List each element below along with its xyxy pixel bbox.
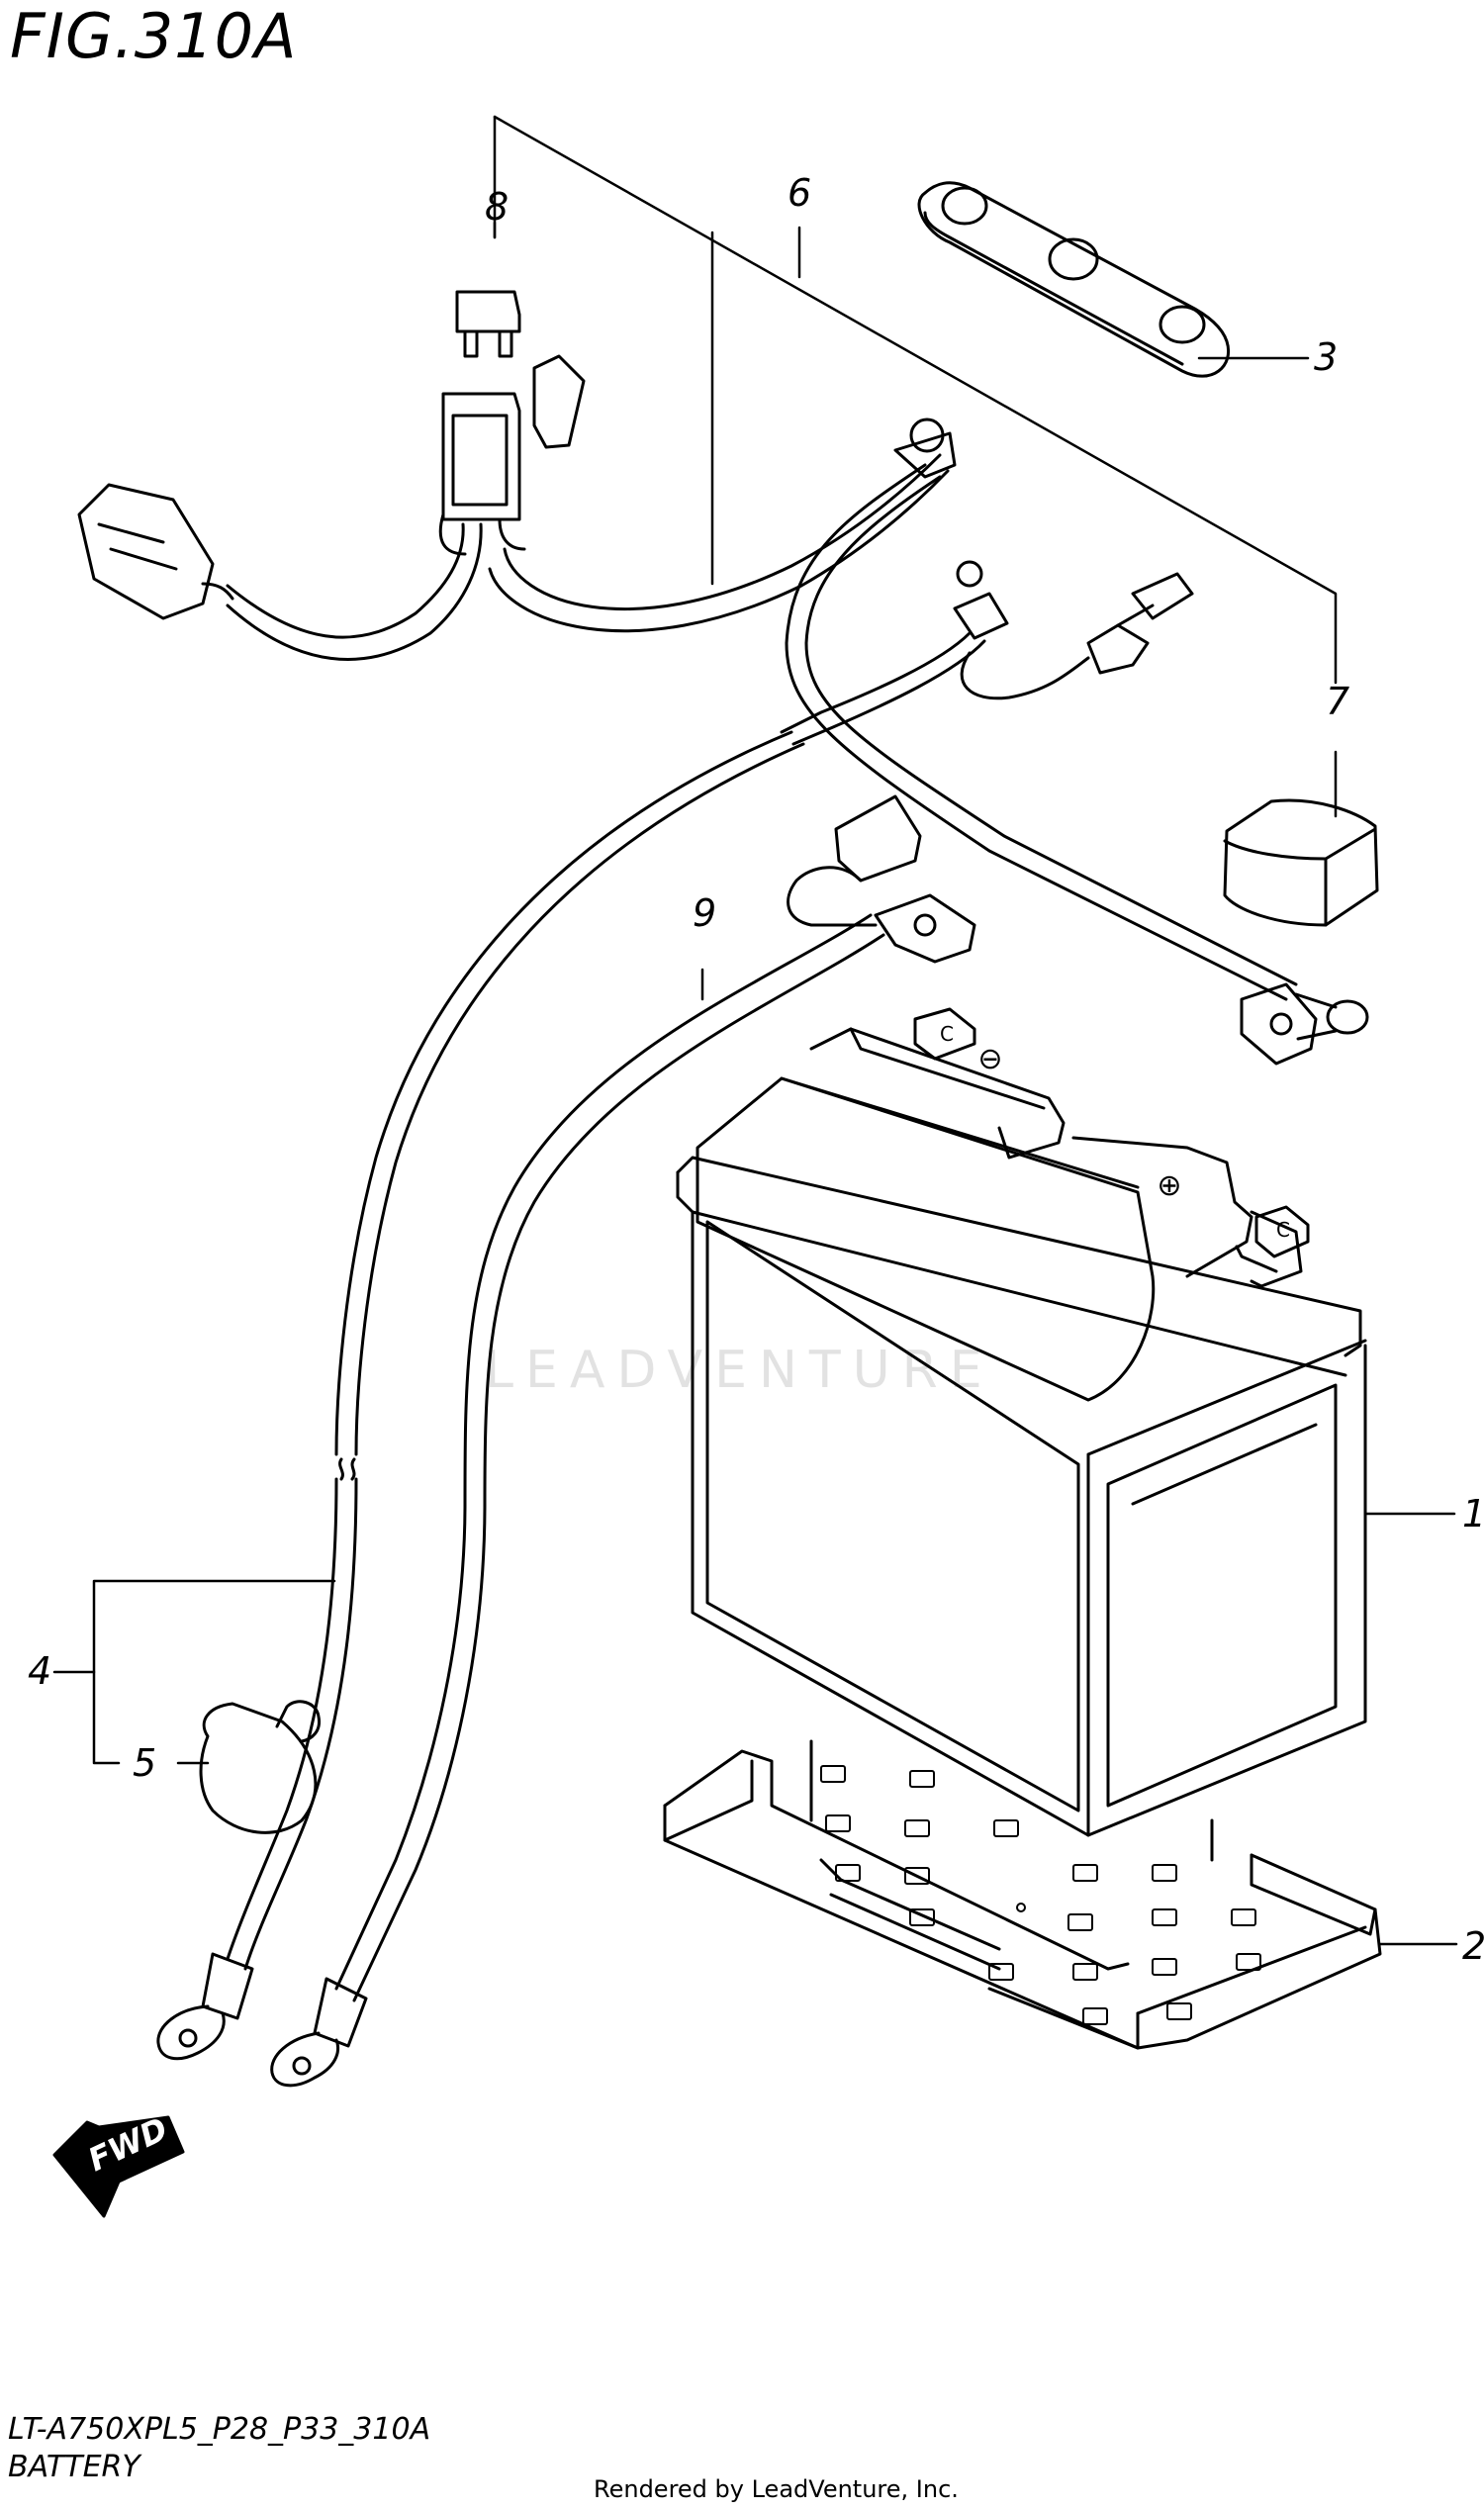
fuse [455, 290, 521, 358]
callout-2: 2 [1462, 1924, 1484, 1968]
callout-5: 5 [133, 1741, 156, 1785]
watermark: LEADVENTURE [485, 1341, 994, 1400]
callout-8: 8 [485, 185, 509, 229]
terminal-cover [1223, 798, 1379, 927]
callout-1: 1 [1462, 1492, 1484, 1535]
figure-title: FIG.310A [10, 0, 298, 72]
fwd-arrow [52, 2115, 185, 2218]
ground-lead-upper [780, 560, 1194, 746]
positive-cable [785, 418, 1369, 1066]
callout-3: 3 [1314, 335, 1338, 379]
callout-6: 6 [788, 171, 811, 215]
positive-terminal-mark: ⊕ [1157, 1168, 1181, 1203]
harness-wires [226, 453, 950, 661]
render-credit: Rendered by LeadVenture, Inc. [594, 2475, 959, 2503]
section-name: BATTERY [8, 2450, 140, 2484]
ground-lead [270, 794, 976, 2088]
model-code: LT-A750XPL5_P28_P33_310A [8, 2412, 431, 2447]
battery-strap [917, 181, 1230, 378]
terminal-clamp-label-1: C [940, 1022, 954, 1046]
callout-9: 9 [693, 891, 716, 935]
leader-lines [52, 115, 1458, 1946]
terminal-cap [199, 1700, 322, 1834]
callout-7: 7 [1326, 680, 1349, 723]
negative-terminal-mark: ⊖ [977, 1042, 1002, 1076]
harness-connector [77, 483, 234, 620]
battery-tray [663, 1739, 1382, 2050]
callout-4: 4 [28, 1649, 51, 1693]
negative-cable [156, 730, 805, 2061]
terminal-clamp-label-2: C [1276, 1218, 1290, 1242]
battery [676, 1007, 1367, 1837]
